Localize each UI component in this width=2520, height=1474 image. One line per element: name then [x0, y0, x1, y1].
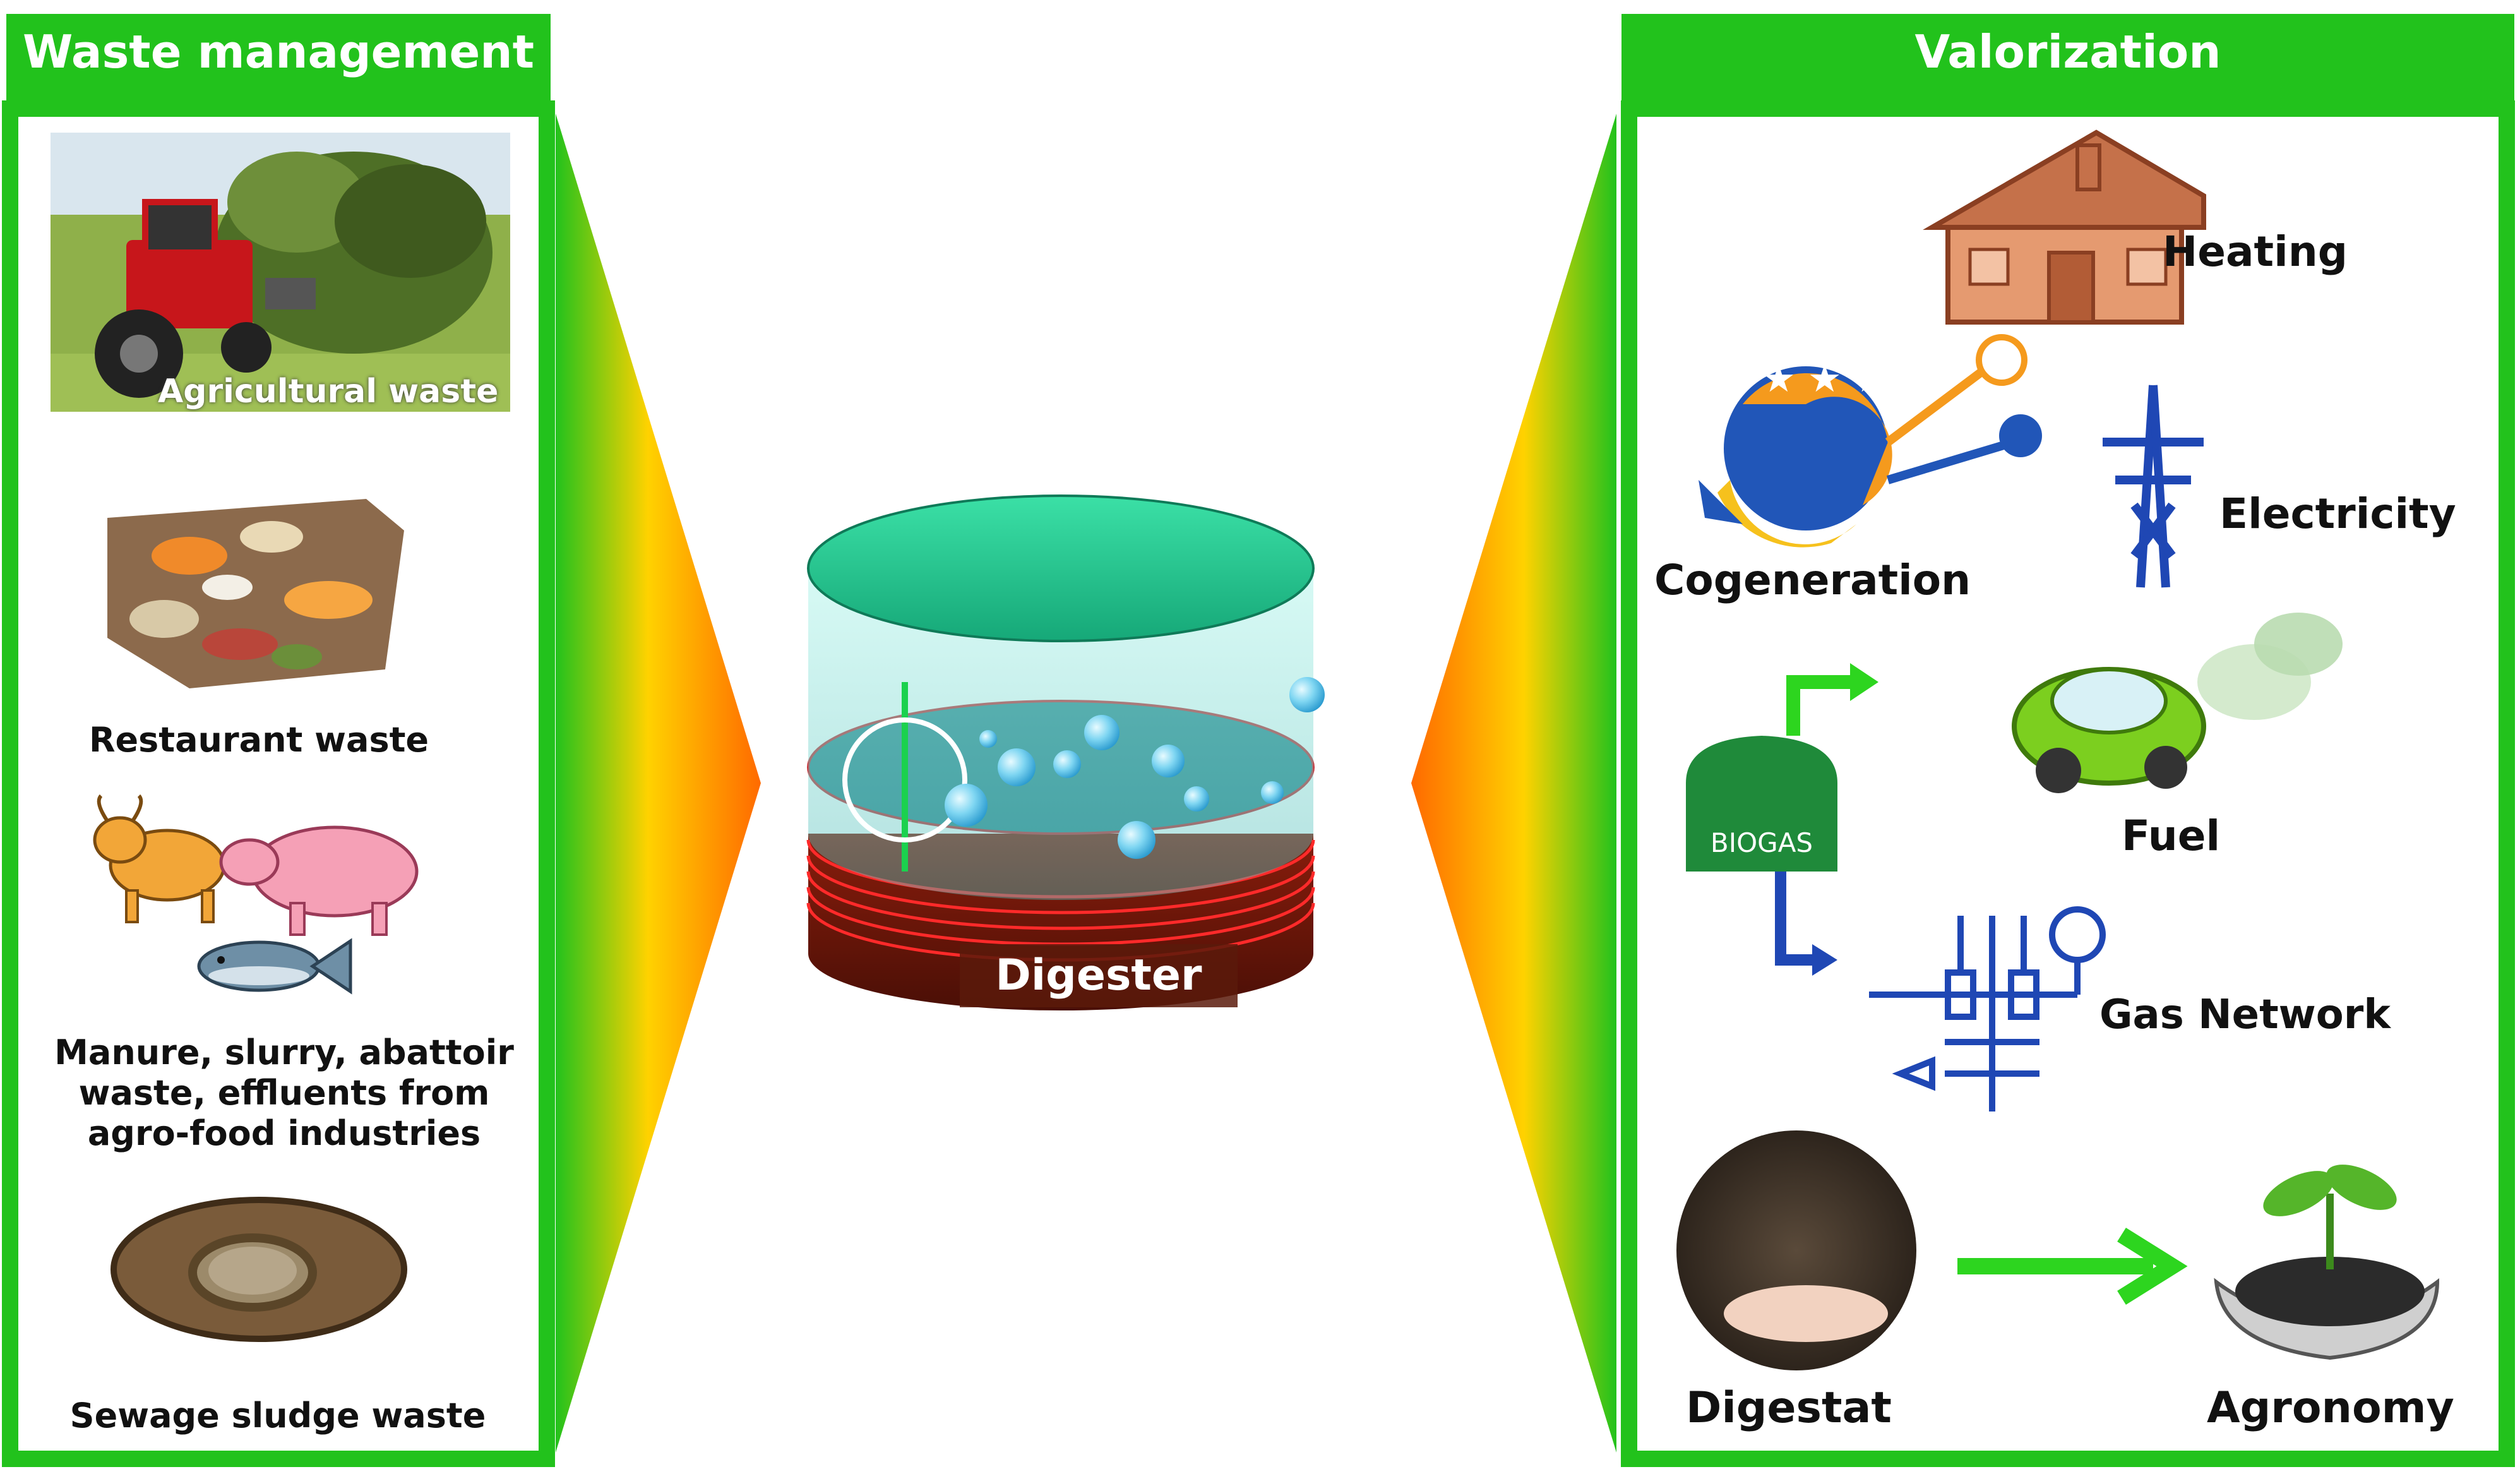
agricultural-waste-label: Agricultural waste — [158, 373, 499, 410]
car-icon — [2012, 613, 2343, 793]
fish-icon — [197, 938, 352, 995]
svg-text:★ ★ ★: ★ ★ ★ — [1762, 357, 1888, 401]
food-scraps-icon — [107, 499, 404, 688]
heating-label: Heating — [2163, 227, 2348, 276]
biogas-tank-icon — [1686, 663, 1878, 976]
left-panel-header — [6, 14, 551, 109]
digestat-label: Digestat — [1686, 1383, 1892, 1433]
fuel-label: Fuel — [2122, 812, 2221, 860]
funnel-left — [556, 114, 761, 1453]
manure-label: Manure, slurry, abattoir waste, effluent… — [54, 1033, 514, 1153]
pig-icon — [219, 825, 419, 936]
gas-network-label: Gas Network — [2099, 992, 2391, 1038]
electricity-label: Electricity — [2219, 489, 2456, 538]
pylon-icon — [2103, 385, 2204, 588]
digester — [806, 494, 1325, 1010]
cow-icon — [93, 794, 226, 923]
restaurant-waste-label: Restaurant waste — [88, 720, 429, 760]
funnel-right — [1411, 114, 1616, 1453]
left-panel-title: Waste management — [23, 25, 534, 78]
soil-hands-icon — [1676, 1130, 1916, 1370]
digester-label-bg — [960, 944, 1238, 1007]
digester-label: Digester — [995, 950, 1202, 1000]
pipe-network-icon — [1869, 906, 2106, 1111]
agronomy-label: Agronomy — [2207, 1383, 2454, 1433]
bubbles — [945, 677, 1325, 859]
cogeneration-icon: ★ ★ ★ — [1699, 334, 2042, 548]
sewage-sludge-label: Sewage sludge waste — [69, 1396, 486, 1435]
house-icon — [1923, 129, 2206, 325]
sludge-tank-icon — [110, 1197, 407, 1342]
cogeneration-label: Cogeneration — [1654, 556, 1971, 604]
tractor-icon — [51, 133, 510, 412]
right-panel-title: Valorization — [1914, 25, 2221, 78]
biogas-label: BIOGAS — [1710, 827, 1813, 858]
digestat-to-agronomy-arrow — [1957, 1227, 2188, 1305]
right-panel-header — [1621, 14, 2514, 109]
seedling-hands-icon — [2214, 1165, 2440, 1360]
